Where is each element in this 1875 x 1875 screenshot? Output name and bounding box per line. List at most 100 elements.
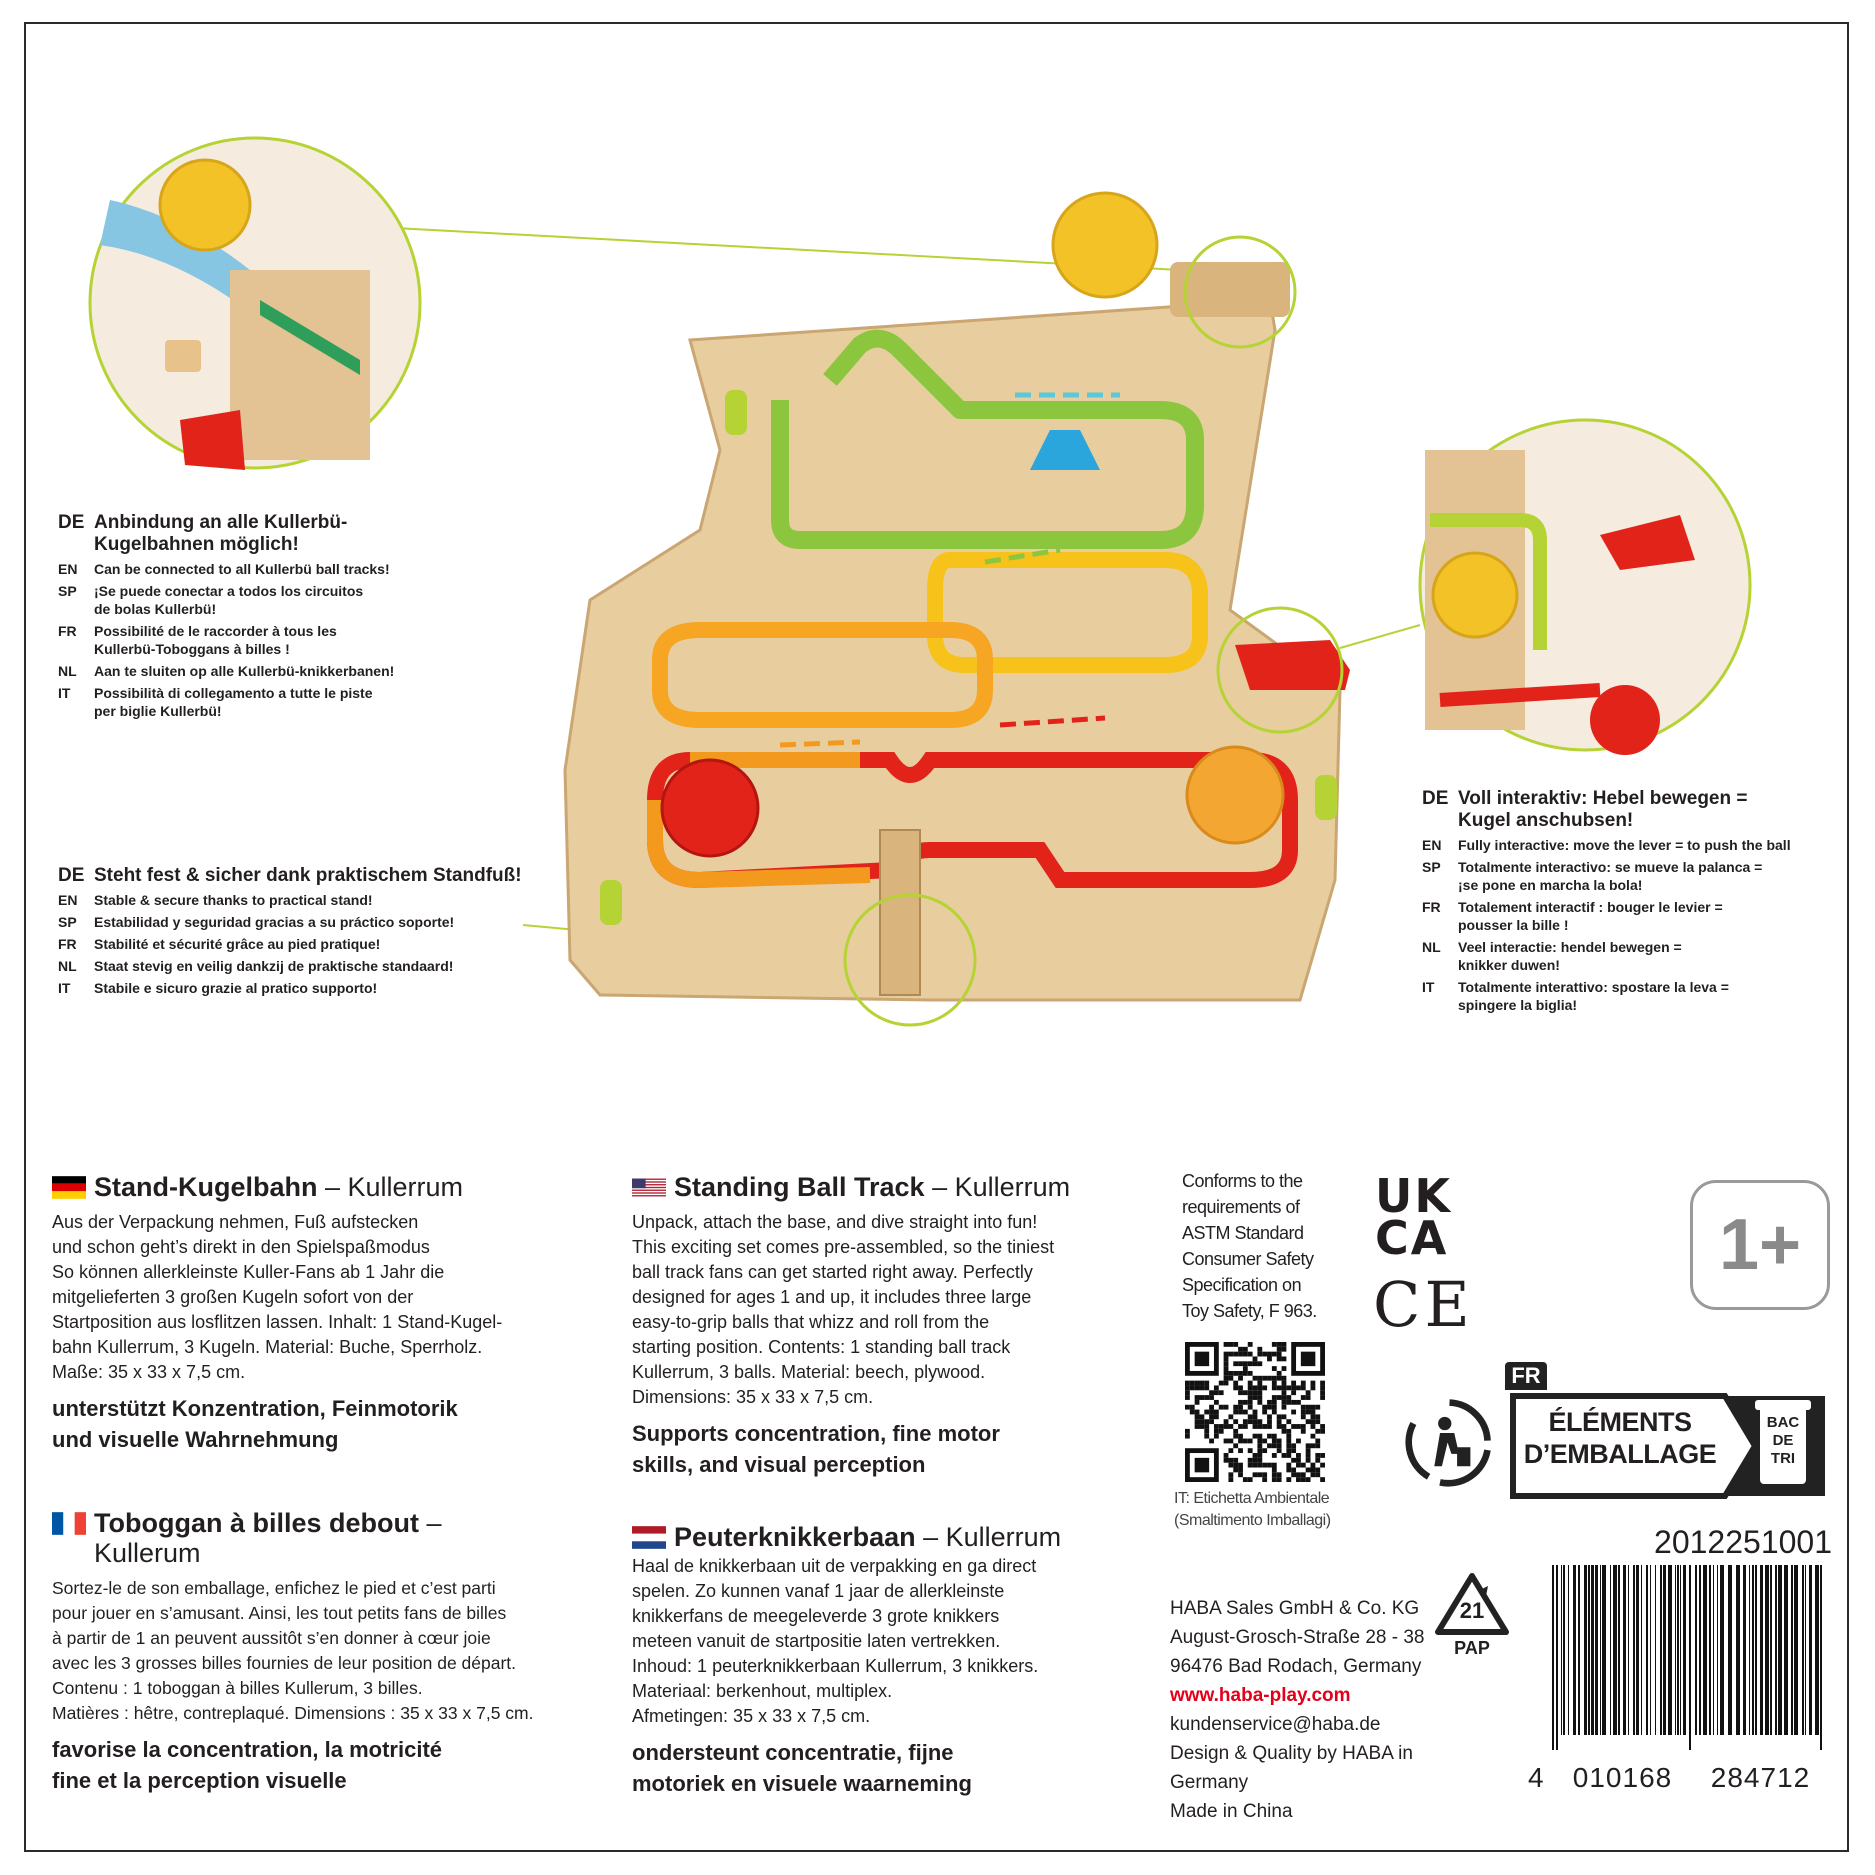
netherlands-flag-icon bbox=[632, 1526, 666, 1549]
lang-code: FR bbox=[1422, 899, 1441, 915]
line-text: Stabile e sicuro grazie al pratico suppo… bbox=[94, 980, 378, 996]
block-body: Unpack, attach the base, and dive straig… bbox=[632, 1212, 1055, 1407]
callout-line: SP ¡Se puede conectar a todos los circuit… bbox=[58, 582, 498, 618]
ukca-bottom: CA bbox=[1375, 1211, 1449, 1265]
line-text: Can be connected to all Kullerbü ball tr… bbox=[94, 561, 390, 577]
fr-tag: FR bbox=[1505, 1362, 1547, 1390]
line-text: Possibilità di collegamento a tutte le p… bbox=[94, 685, 373, 719]
ball-track-board bbox=[563, 298, 1342, 1002]
product-illustration bbox=[88, 136, 1752, 1027]
line-text: ¡Se puede conectar a todos los circuitos… bbox=[94, 583, 364, 617]
email-link[interactable]: kundenservice@haba.de bbox=[1170, 1714, 1381, 1735]
lang-code: NL bbox=[58, 958, 77, 974]
age-badge: 1+ bbox=[1690, 1180, 1830, 1310]
text-block-de: Stand-Kugelbahn – Kullerrum Aus der Verp… bbox=[52, 1172, 592, 1455]
lang-code: SP bbox=[58, 914, 77, 930]
recycling-triangle-icon bbox=[1435, 1573, 1509, 1635]
line-text: Veel interactie: hendel bewegen = knikke… bbox=[1458, 939, 1682, 973]
line-text: Estabilidad y seguridad gracias a su prá… bbox=[94, 914, 455, 930]
astm-conformity: Conforms to the requirements of ASTM Sta… bbox=[1182, 1171, 1317, 1321]
stand-foot bbox=[879, 829, 921, 996]
leader-line-interactive bbox=[1339, 624, 1421, 649]
line-text: Staat stevig en veilig dankzij de prakti… bbox=[94, 958, 454, 974]
text-block-en: Standing Ball Track – Kullerrum Unpack, … bbox=[632, 1172, 1112, 1480]
block-benefit: ondersteunt concentratie, fijne motoriek… bbox=[632, 1740, 972, 1796]
ce-mark: CE bbox=[1373, 1268, 1474, 1341]
bin-line-2: DE bbox=[1772, 1432, 1794, 1449]
line-text: Fully interactive: move the lever = to p… bbox=[1458, 837, 1791, 853]
callout-line: EN Fully interactive: move the lever = to… bbox=[1422, 836, 1842, 854]
qr-code-icon bbox=[1185, 1342, 1325, 1482]
headline-text: Steht fest & sicher dank praktischem Sta… bbox=[94, 865, 522, 886]
line-text: Totalmente interactivo: se mueve la pala… bbox=[1458, 859, 1763, 893]
blue-bell bbox=[1030, 430, 1100, 470]
leader-line-connect bbox=[394, 227, 1181, 271]
lang-code: SP bbox=[58, 583, 77, 599]
block-body: Sortez-le de son emballage, enfichez le … bbox=[52, 1578, 534, 1723]
text-block-nl: Peuterknikkerbaan – Kullerrum Haal de kn… bbox=[632, 1522, 1112, 1799]
detail-yellow-ball bbox=[158, 158, 252, 252]
lang-code: FR bbox=[58, 936, 77, 952]
block-body: Aus der Verpackung nehmen, Fuß aufstecke… bbox=[52, 1212, 503, 1382]
callout-connect: DE Anbindung an alle Kullerbü- Kugelbahn… bbox=[58, 512, 498, 720]
red-ball bbox=[660, 758, 760, 858]
barcode-digits-right: 284712 bbox=[1710, 1762, 1811, 1793]
callout-line: NL Staat stevig en veilig dankzij de prak… bbox=[58, 957, 578, 975]
top-rail bbox=[1170, 262, 1290, 317]
block-body: Haal de knikkerbaan uit de verpakking en… bbox=[632, 1556, 1039, 1726]
lang-code: IT bbox=[58, 685, 71, 701]
callout-interactive-headline: DE Voll interaktiv: Hebel bewegen = Kuge… bbox=[1422, 788, 1842, 832]
lang-code: DE bbox=[1422, 788, 1449, 809]
product-name: Toboggan à billes debout bbox=[94, 1508, 419, 1538]
usa-flag-icon bbox=[632, 1178, 666, 1197]
orange-ball bbox=[1185, 745, 1285, 845]
company-address: HABA Sales GmbH & Co. KG August-Grosch-S… bbox=[1170, 1594, 1490, 1826]
pap-label: PAP bbox=[1454, 1638, 1490, 1658]
block-title: Toboggan à billes debout – Kullerum bbox=[52, 1508, 612, 1568]
product-name: Standing Ball Track bbox=[674, 1172, 925, 1202]
page-frame bbox=[24, 22, 1849, 1852]
product-name: Peuterknikkerbaan bbox=[674, 1522, 916, 1552]
ukca-top: UK bbox=[1375, 1169, 1452, 1223]
lang-code: IT bbox=[58, 980, 71, 996]
block-benefit: favorise la concentration, la motricité … bbox=[52, 1737, 443, 1793]
block-benefit: unterstützt Konzentration, Feinmotorik u… bbox=[52, 1396, 458, 1452]
red-lever bbox=[1235, 640, 1350, 690]
line-text: Aan te sluiten op alle Kullerbü-knikkerb… bbox=[94, 663, 395, 679]
article-number: 2012251001 bbox=[1654, 1524, 1832, 1560]
lang-code: SP bbox=[1422, 859, 1441, 875]
triman-line-1: ÉLÉMENTS bbox=[1548, 1407, 1692, 1437]
detail-circle-lever bbox=[1216, 606, 1344, 734]
callout-line: SP Totalmente interactivo: se mueve la pa… bbox=[1422, 858, 1842, 894]
block-benefit: Supports concentration, fine motor skill… bbox=[632, 1421, 1000, 1477]
ukca-mark: UK CA bbox=[1375, 1169, 1452, 1265]
callout-line: SP Estabilidad y seguridad gracias a su p… bbox=[58, 913, 578, 931]
product-subname: – Kullerrum bbox=[915, 1522, 1062, 1552]
germany-flag-icon bbox=[52, 1176, 86, 1199]
detail-circle-stand bbox=[843, 893, 977, 1027]
triman-text: ÉLÉMENTS D’EMBALLAGE bbox=[1520, 1406, 1720, 1470]
recycle-tidyman-icon bbox=[1405, 1399, 1491, 1487]
barcode-digit-first: 4 bbox=[1528, 1762, 1544, 1793]
lang-code: EN bbox=[1422, 837, 1442, 853]
design-note: Design & Quality by HABA in Germany bbox=[1170, 1743, 1413, 1793]
made-in: Made in China bbox=[1170, 1801, 1293, 1822]
headline-text: Voll interaktiv: Hebel bewegen = Kugel a… bbox=[1458, 788, 1748, 831]
callout-interactive: DE Voll interaktiv: Hebel bewegen = Kuge… bbox=[1422, 788, 1842, 1014]
company-city: 96476 Bad Rodach, Germany bbox=[1170, 1656, 1422, 1677]
text-block-fr: Toboggan à billes debout – Kullerum Sort… bbox=[52, 1508, 612, 1796]
barcode-icon bbox=[1552, 1565, 1822, 1750]
lang-code: IT bbox=[1422, 979, 1435, 995]
company-name: HABA Sales GmbH & Co. KG bbox=[1170, 1598, 1420, 1619]
green-loop bbox=[771, 329, 1204, 549]
pap-number: 21 bbox=[1459, 1598, 1485, 1623]
product-subname: – Kullerrum bbox=[924, 1172, 1071, 1202]
france-flag-icon bbox=[52, 1512, 86, 1535]
qr-caption: IT: Etichetta Ambientale (Smaltimento Im… bbox=[1174, 1490, 1331, 1529]
website-link[interactable]: www.haba-play.com bbox=[1170, 1685, 1351, 1706]
bin-text: BAC DE TRI bbox=[1760, 1414, 1806, 1468]
